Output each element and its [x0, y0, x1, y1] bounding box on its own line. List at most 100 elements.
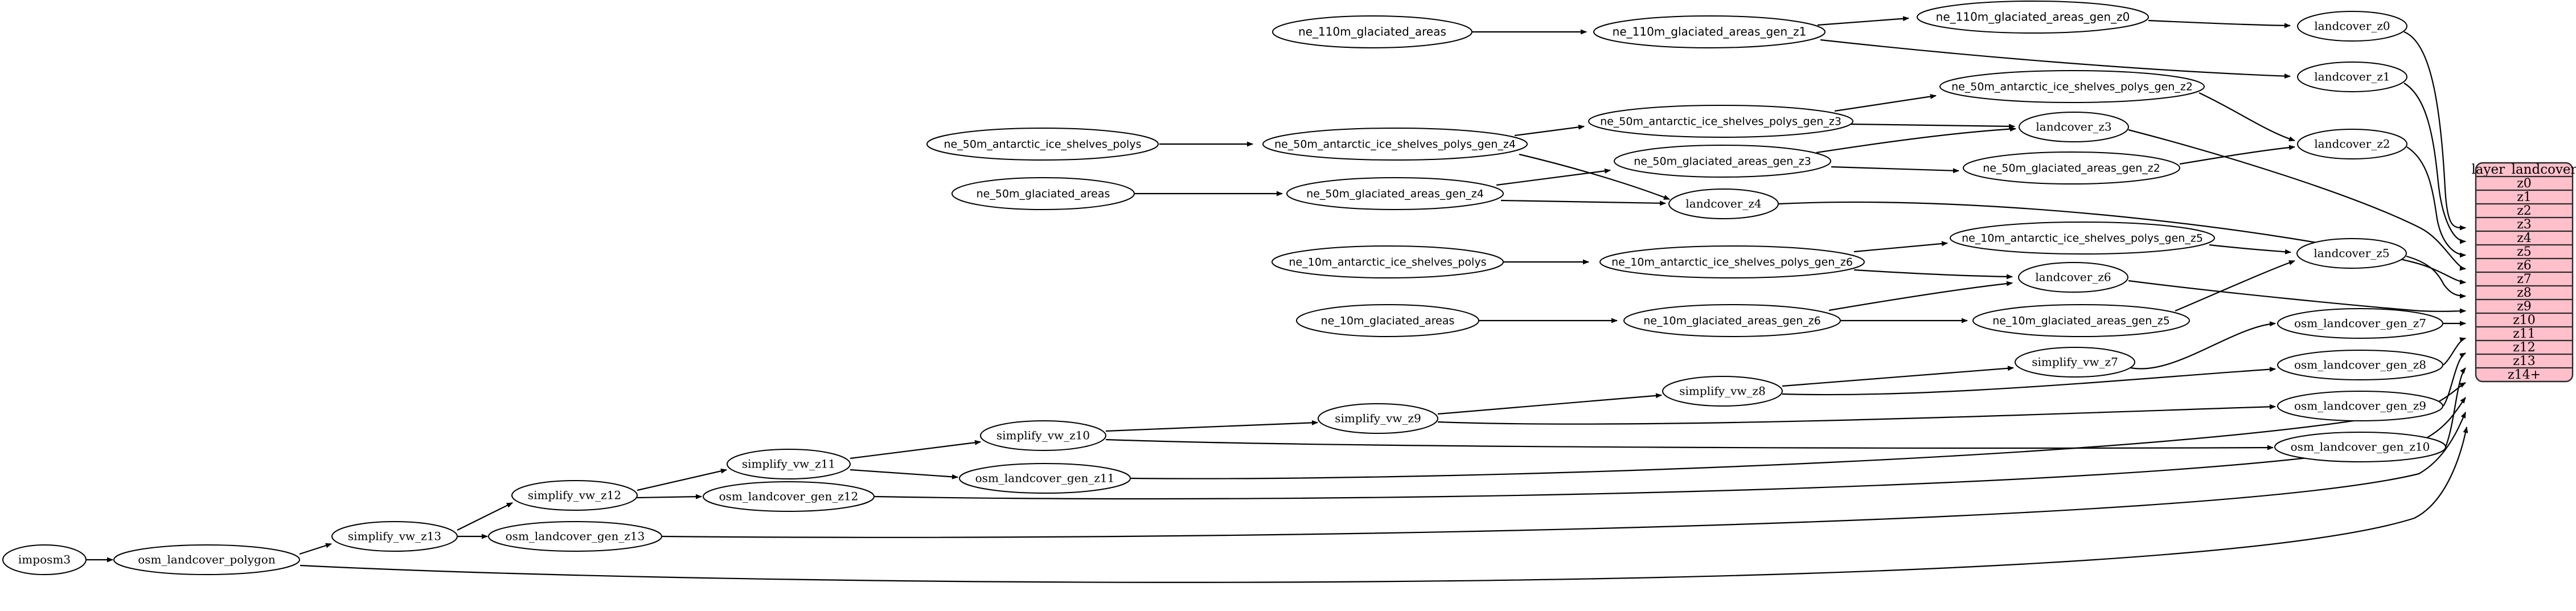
layer-table-row-z12[interactable]: z12	[2476, 341, 2573, 355]
node-ne_110m_glaciated_areas_gen_z0[interactable]: ne_110m_glaciated_areas_gen_z0	[1917, 1, 2149, 34]
layer-table-row-z9[interactable]: z9	[2476, 300, 2573, 314]
node-shape[interactable]	[2018, 262, 2128, 293]
layer-table-row-z7[interactable]: z7	[2476, 272, 2573, 286]
node-ne_50m_glaciated_areas_gen_z3[interactable]: ne_50m_glaciated_areas_gen_z3	[1614, 145, 1831, 178]
layer-table-row-z13[interactable]: z13	[2476, 354, 2573, 368]
node-shape[interactable]	[2019, 112, 2129, 142]
node-shape[interactable]	[331, 521, 458, 552]
node-shape[interactable]	[1939, 70, 2205, 103]
layer-table-row-z14plus[interactable]: z14+	[2476, 368, 2573, 382]
node-shape[interactable]	[1272, 15, 1472, 48]
layer-table-row-z6[interactable]: z6	[2476, 259, 2573, 273]
edge-landcover_z3-to-table_z3	[2128, 129, 2466, 271]
node-shape[interactable]	[113, 544, 300, 575]
node-simplify_vw_z9[interactable]: simplify_vw_z9	[1318, 403, 1438, 434]
node-shape[interactable]	[2296, 238, 2407, 269]
layer-table-row-z3[interactable]: z3	[2476, 218, 2573, 232]
node-simplify_vw_z10[interactable]: simplify_vw_z10	[980, 420, 1106, 451]
layer-landcover-table[interactable]: layer_landcoverz0z1z2z3z4z5z6z7z8z9z10z1…	[2471, 162, 2576, 383]
node-shape[interactable]	[1623, 304, 1841, 337]
node-ne_110m_glaciated_areas[interactable]: ne_110m_glaciated_areas	[1272, 15, 1472, 48]
node-shape[interactable]	[1599, 245, 1865, 278]
node-shape[interactable]	[511, 480, 638, 511]
layer-table-row-z1[interactable]: z1	[2476, 190, 2573, 204]
node-shape[interactable]	[951, 177, 1135, 210]
node-ne_10m_glaciated_areas_gen_z6[interactable]: ne_10m_glaciated_areas_gen_z6	[1623, 304, 1841, 337]
layer-table-row-z4[interactable]: z4	[2476, 231, 2573, 245]
layer-table-row-z8[interactable]: z8	[2476, 286, 2573, 300]
node-shape[interactable]	[488, 521, 662, 552]
node-shape[interactable]	[2277, 350, 2443, 380]
node-ne_50m_glaciated_areas_gen_z4[interactable]: ne_50m_glaciated_areas_gen_z4	[1286, 177, 1504, 210]
node-osm_landcover_gen_z7[interactable]: osm_landcover_gen_z7	[2277, 308, 2443, 339]
node-shape[interactable]	[2277, 391, 2443, 421]
node-simplify_vw_z11[interactable]: simplify_vw_z11	[727, 449, 851, 479]
node-landcover_z4[interactable]: landcover_z4	[1668, 188, 1779, 219]
node-shape[interactable]	[1271, 245, 1504, 278]
node-shape[interactable]	[1963, 151, 2180, 184]
node-ne_10m_glaciated_areas[interactable]: ne_10m_glaciated_areas	[1296, 304, 1479, 337]
node-ne_50m_antarctic_ice_shelves_polys_gen_z3[interactable]: ne_50m_antarctic_ice_shelves_polys_gen_z…	[1588, 105, 1853, 138]
node-osm_landcover_gen_z10[interactable]: osm_landcover_gen_z10	[2274, 432, 2446, 462]
node-shape[interactable]	[1588, 105, 1853, 138]
node-landcover_z5[interactable]: landcover_z5	[2296, 238, 2407, 269]
layer-table-row-z10[interactable]: z10	[2476, 313, 2573, 327]
node-ne_50m_antarctic_ice_shelves_polys_gen_z2[interactable]: ne_50m_antarctic_ice_shelves_polys_gen_z…	[1939, 70, 2205, 103]
node-osm_landcover_gen_z8[interactable]: osm_landcover_gen_z8	[2277, 350, 2443, 380]
node-shape[interactable]	[2297, 61, 2407, 92]
node-ne_10m_glaciated_areas_gen_z5[interactable]: ne_10m_glaciated_areas_gen_z5	[1972, 304, 2190, 337]
node-landcover_z1[interactable]: landcover_z1	[2297, 61, 2407, 92]
node-landcover_z2[interactable]: landcover_z2	[2297, 129, 2407, 159]
node-shape[interactable]	[1917, 1, 2149, 34]
node-shape[interactable]	[1668, 188, 1779, 219]
edge-landcover_z0-to-table_z0	[2403, 31, 2466, 231]
node-shape[interactable]	[1262, 128, 1528, 161]
node-ne_50m_glaciated_areas_gen_z2[interactable]: ne_50m_glaciated_areas_gen_z2	[1963, 151, 2180, 184]
node-shape[interactable]	[703, 481, 875, 512]
node-osm_landcover_gen_z9[interactable]: osm_landcover_gen_z9	[2277, 391, 2443, 421]
node-shape[interactable]	[2, 544, 87, 575]
node-shape[interactable]	[1950, 222, 2215, 255]
node-ne_50m_antarctic_ice_shelves_polys[interactable]: ne_50m_antarctic_ice_shelves_polys	[926, 128, 1159, 161]
node-landcover_z3[interactable]: landcover_z3	[2019, 112, 2129, 142]
node-shape[interactable]	[2277, 308, 2443, 339]
node-shape[interactable]	[727, 449, 851, 479]
node-shape[interactable]	[2297, 11, 2407, 42]
node-shape[interactable]	[959, 463, 1131, 494]
node-ne_110m_glaciated_areas_gen_z1[interactable]: ne_110m_glaciated_areas_gen_z1	[1593, 15, 1826, 48]
layer-table-row-label: z10	[2513, 313, 2536, 327]
node-osm_landcover_polygon[interactable]: osm_landcover_polygon	[113, 544, 300, 575]
node-ne_10m_antarctic_ice_shelves_polys[interactable]: ne_10m_antarctic_ice_shelves_polys	[1271, 245, 1504, 278]
node-shape[interactable]	[2274, 432, 2446, 462]
node-osm_landcover_gen_z11[interactable]: osm_landcover_gen_z11	[959, 463, 1131, 494]
node-landcover_z0[interactable]: landcover_z0	[2297, 11, 2407, 42]
layer-table-row-z11[interactable]: z11	[2476, 327, 2573, 341]
node-osm_landcover_gen_z12[interactable]: osm_landcover_gen_z12	[703, 481, 875, 512]
layer-table-row-z2[interactable]: z2	[2476, 204, 2573, 218]
node-simplify_vw_z7[interactable]: simplify_vw_z7	[2015, 347, 2135, 378]
node-shape[interactable]	[980, 420, 1106, 451]
node-ne_10m_antarctic_ice_shelves_polys_gen_z5[interactable]: ne_10m_antarctic_ice_shelves_polys_gen_z…	[1950, 222, 2215, 255]
node-osm_landcover_gen_z13[interactable]: osm_landcover_gen_z13	[488, 521, 662, 552]
node-shape[interactable]	[1593, 15, 1826, 48]
node-ne_50m_glaciated_areas[interactable]: ne_50m_glaciated_areas	[951, 177, 1135, 210]
node-simplify_vw_z13[interactable]: simplify_vw_z13	[331, 521, 458, 552]
node-imposm3[interactable]: imposm3	[2, 544, 87, 575]
node-shape[interactable]	[1662, 376, 1783, 407]
node-shape[interactable]	[926, 128, 1159, 161]
node-shape[interactable]	[1286, 177, 1504, 210]
node-ne_10m_antarctic_ice_shelves_polys_gen_z6[interactable]: ne_10m_antarctic_ice_shelves_polys_gen_z…	[1599, 245, 1865, 278]
layer-table-row-z5[interactable]: z5	[2476, 245, 2573, 259]
node-label: imposm3	[18, 553, 71, 567]
layer-table-row-z0[interactable]: z0	[2476, 177, 2573, 191]
node-simplify_vw_z12[interactable]: simplify_vw_z12	[511, 480, 638, 511]
node-shape[interactable]	[1614, 145, 1831, 178]
node-simplify_vw_z8[interactable]: simplify_vw_z8	[1662, 376, 1783, 407]
node-ne_50m_antarctic_ice_shelves_polys_gen_z4[interactable]: ne_50m_antarctic_ice_shelves_polys_gen_z…	[1262, 128, 1528, 161]
node-landcover_z6[interactable]: landcover_z6	[2018, 262, 2128, 293]
node-shape[interactable]	[1296, 304, 1479, 337]
node-shape[interactable]	[2015, 347, 2135, 378]
node-shape[interactable]	[1318, 403, 1438, 434]
node-shape[interactable]	[2297, 129, 2407, 159]
node-shape[interactable]	[1972, 304, 2190, 337]
